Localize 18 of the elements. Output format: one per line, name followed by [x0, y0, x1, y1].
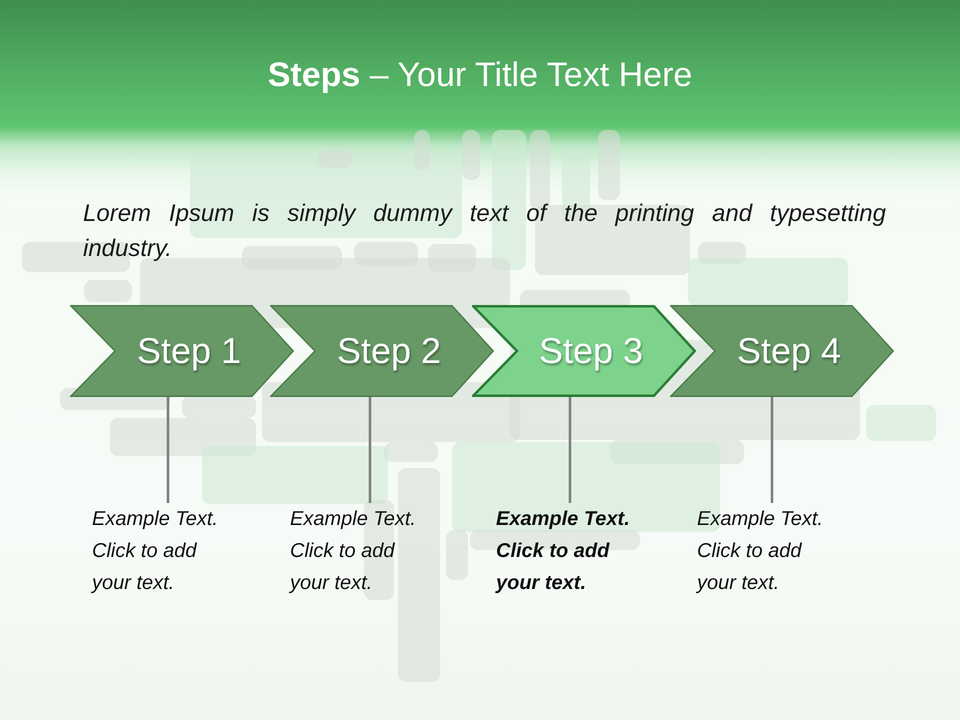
step-label: Step 1 [136, 330, 242, 372]
process-step [70, 305, 294, 397]
step-label: Step 4 [736, 330, 842, 372]
process-step [270, 305, 494, 397]
intro-paragraph: Lorem Ipsum is simply dummy text of the printing and typesetting industry. [83, 199, 886, 264]
step-label: Step 2 [336, 330, 442, 372]
connector-line [568, 397, 572, 503]
connector-line [368, 397, 372, 503]
connector-line [166, 397, 170, 503]
slide-title: Steps – Your Title Text Here [268, 55, 692, 96]
process-step [670, 305, 894, 397]
step-description: Example Text. Click to add your text. [290, 503, 430, 599]
process-step [472, 305, 696, 397]
connector-line [770, 397, 774, 503]
step-label: Step 3 [538, 330, 644, 372]
step-description: Example Text. Click to add your text. [92, 503, 232, 599]
step-description: Example Text. Click to add your text. [496, 503, 636, 599]
step-description: Example Text. Click to add your text. [697, 503, 837, 599]
